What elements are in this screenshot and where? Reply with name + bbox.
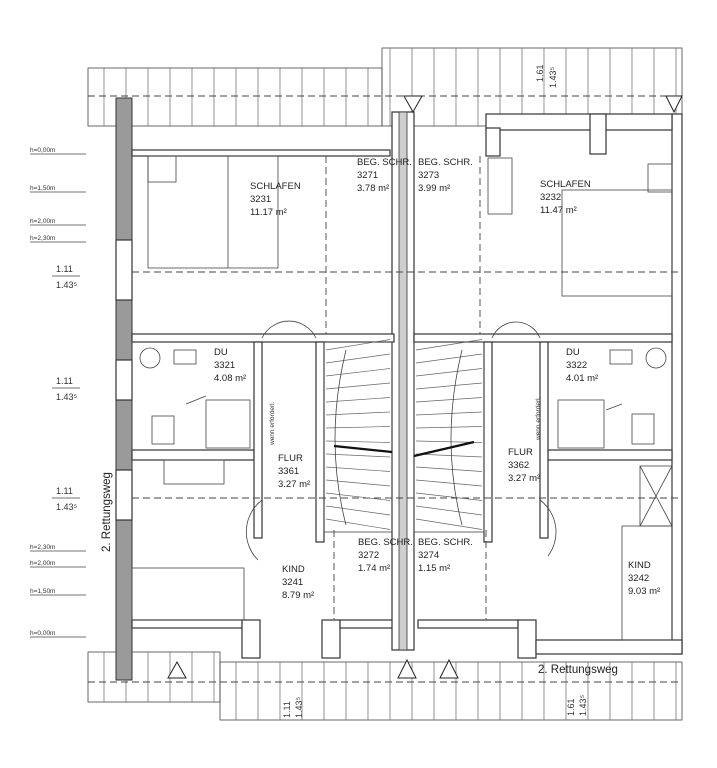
stair-tread <box>325 440 391 443</box>
stair-tread <box>415 411 483 416</box>
svg-text:1.61: 1.61 <box>566 698 576 716</box>
roof-bottom <box>87 651 683 721</box>
stair-tread <box>415 466 483 472</box>
doors <box>185 320 623 561</box>
dimension-left-1: 1.11 1.43⁵ <box>52 264 80 290</box>
stair-tread <box>415 397 483 403</box>
wardrobe-right <box>621 465 673 641</box>
svg-text:h=2,00m: h=2,00m <box>30 218 55 225</box>
svg-text:h=0,00m: h=0,00m <box>30 630 55 637</box>
stair-right <box>413 339 485 533</box>
dimension-left-2: 1.11 1.43⁵ <box>52 376 80 402</box>
escape-route-left: 2. Rettungsweg <box>101 472 113 552</box>
desk-left <box>131 459 245 621</box>
stair-tread <box>325 339 391 351</box>
stair-note-left: wenn erforderl. <box>269 401 276 446</box>
svg-text:1.43⁵: 1.43⁵ <box>56 502 78 512</box>
svg-text:h=1,50m: h=1,50m <box>30 588 55 595</box>
dimension-left-3: 1.11 1.43⁵ <box>52 486 80 512</box>
stair-tread <box>415 426 483 429</box>
svg-text:h=1,50m: h=1,50m <box>30 185 55 192</box>
svg-text:h=0,00m: h=0,00m <box>30 147 55 154</box>
bed-left <box>147 155 279 269</box>
stair-tread <box>415 492 483 501</box>
stair-tread <box>325 426 391 429</box>
party-wall <box>391 111 415 651</box>
height-levels-bottom: h=2,30m h=2,00m h=1,50m h=0,00m <box>30 544 86 638</box>
stair-tread <box>325 505 391 516</box>
svg-text:1.43⁵: 1.43⁵ <box>56 280 78 290</box>
svg-text:h=2,30m: h=2,30m <box>30 235 55 242</box>
stair-tread <box>415 353 483 364</box>
dimension-bottom-roof-left: 1.11 1.43⁵ <box>282 696 304 718</box>
svg-text:1.11: 1.11 <box>56 486 73 496</box>
svg-text:1.11: 1.11 <box>56 376 73 386</box>
stair-tread <box>415 505 483 516</box>
svg-text:1.11: 1.11 <box>56 264 73 274</box>
svg-text:h=2,00m: h=2,00m <box>30 560 55 567</box>
stair-tread <box>325 411 391 416</box>
bathroom-left <box>139 347 251 449</box>
stair-tread <box>415 382 483 390</box>
escape-route-right: 2. Rettungsweg <box>538 664 618 676</box>
height-levels-top: h=0,00m h=1,50m h=2,00m h=2,30m <box>30 147 86 243</box>
knee-height-lines <box>132 156 682 620</box>
stair-tread <box>325 466 391 472</box>
outer-walls <box>115 97 683 681</box>
stair-handrail <box>334 349 347 526</box>
svg-text:1.61: 1.61 <box>535 64 545 82</box>
stair-tread <box>415 518 483 530</box>
roof-markers <box>167 95 683 679</box>
stair-tread <box>325 397 391 403</box>
svg-text:1.43⁵: 1.43⁵ <box>548 66 558 88</box>
dimension-bottom-roof-right: 1.61 1.43⁵ <box>566 694 588 716</box>
interior-walls <box>131 333 673 543</box>
svg-text:1.43⁵: 1.43⁵ <box>56 392 78 402</box>
bathroom-right <box>557 347 667 449</box>
stair-tread <box>325 353 391 364</box>
svg-text:1.11: 1.11 <box>282 701 292 718</box>
bed-right <box>487 157 673 297</box>
dimension-top-roof: 1.61 1.43⁵ <box>535 64 558 88</box>
stair-tread <box>325 492 391 501</box>
svg-text:h=2,30m: h=2,30m <box>30 544 55 551</box>
stair-handrail <box>450 349 463 526</box>
stair-tread <box>325 518 391 530</box>
stair-tread <box>325 453 391 458</box>
stair-tread <box>325 479 391 487</box>
stair-tread <box>415 453 483 458</box>
stair-tread <box>415 368 483 377</box>
stair-tread <box>325 382 391 390</box>
svg-text:1.43⁵: 1.43⁵ <box>294 696 304 718</box>
stair-tread <box>415 339 483 351</box>
stair-tread <box>415 479 483 487</box>
svg-text:1.43⁵: 1.43⁵ <box>578 694 588 716</box>
stair-tread <box>325 368 391 377</box>
stair-note-right: wenn erforderl. <box>535 396 542 441</box>
stair-left <box>323 339 393 533</box>
